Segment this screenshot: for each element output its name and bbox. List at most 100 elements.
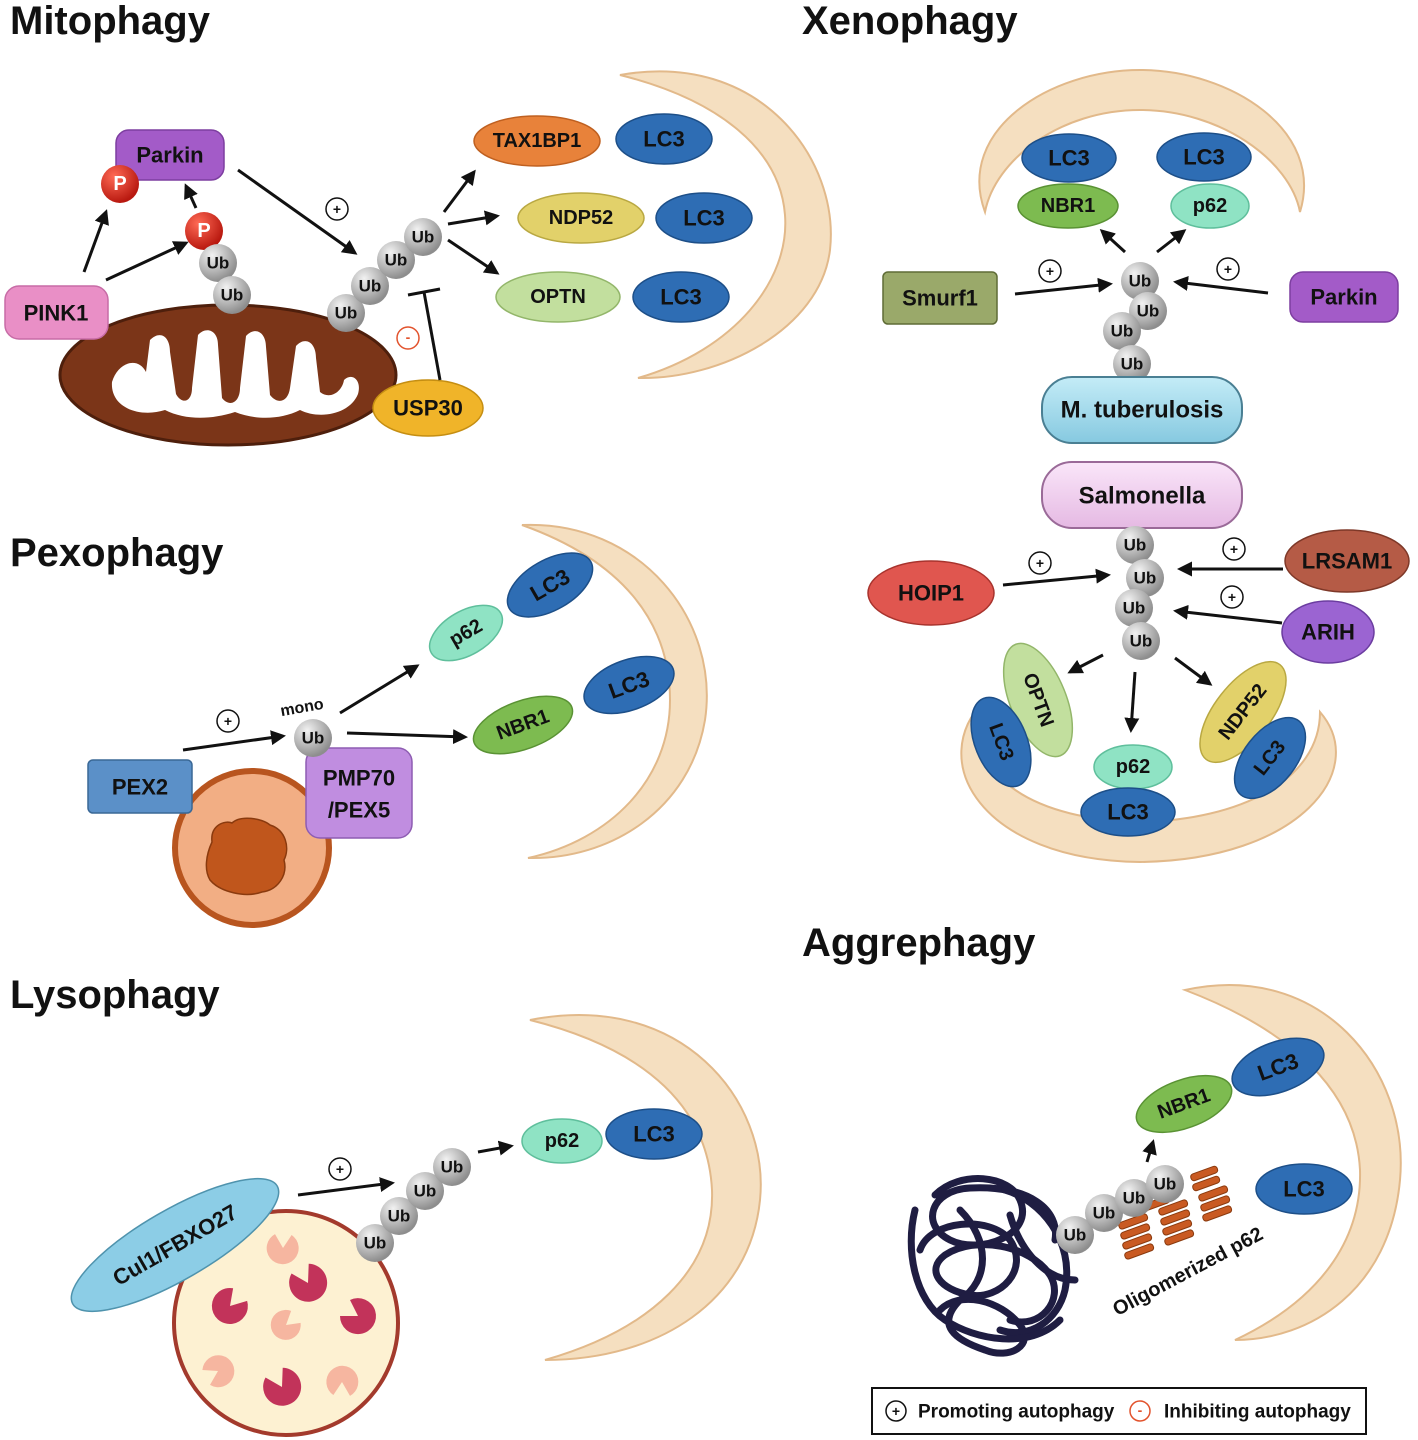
ub-label: Ub [1111, 322, 1134, 341]
mitophagy-title: Mitophagy [10, 0, 211, 43]
lc3 [970, 696, 1032, 788]
lysophagy-panel: Cul1/FBXO27 Ub Ub Ub Ub p62 LC3 + [70, 1014, 762, 1437]
pink1-box [4, 285, 109, 340]
ub-bead [433, 1148, 471, 1186]
ub-label: Ub [1123, 1189, 1146, 1208]
p62 [428, 604, 504, 662]
arrow [1156, 229, 1187, 254]
ub-label: Ub [1130, 632, 1153, 651]
ub-label: Ub [359, 277, 382, 296]
m-tuberculosis-label: M. tuberulosis [1061, 397, 1224, 424]
arrow [184, 183, 198, 209]
plus-sign [1222, 537, 1246, 561]
ub-label: Ub [364, 1234, 387, 1253]
parkin-label: Parkin [1310, 285, 1377, 310]
aggrephagy-panel: Oligomerized p62 Ub Ub Ub Ub NBR1 LC3 LC… [907, 984, 1402, 1357]
lrsam1 [1284, 529, 1410, 593]
ndp52-label: NDP52 [549, 207, 613, 229]
ub-bead [1146, 1165, 1184, 1203]
ub-label: Ub [412, 228, 435, 247]
mitochondrion-cristae [111, 330, 359, 418]
ub-label: Ub [1064, 1226, 1087, 1245]
pmp70-label-line1: PMP70 [323, 766, 395, 791]
nbr1-label: NBR1 [1041, 195, 1095, 217]
xenophagy-panel: LC3 LC3 NBR1 p62 Smurf1 Parkin Ub Ub Ub … [867, 68, 1410, 864]
arrow [237, 168, 358, 255]
arih [1281, 600, 1375, 664]
arrow [1099, 228, 1127, 254]
phospho-ub [185, 212, 223, 250]
optn-label: OPTN [530, 286, 586, 308]
plus-sign-label: + [224, 713, 232, 729]
arrow [1173, 604, 1283, 625]
arrow [1002, 568, 1111, 587]
plus-sign [325, 197, 349, 221]
lc3 [1080, 787, 1176, 837]
legend-plus-icon [885, 1400, 907, 1422]
ub-bead [1115, 1179, 1153, 1217]
pink1-label: PINK1 [24, 301, 89, 326]
arrow [1124, 671, 1140, 733]
ub-label: Ub [1093, 1204, 1116, 1223]
plus-sign [216, 709, 240, 733]
ub-label: Ub [441, 1158, 464, 1177]
inhibition-bar [407, 287, 441, 297]
arrow [1174, 656, 1213, 686]
smurf1-label: Smurf1 [902, 286, 978, 311]
lc3 [1021, 133, 1117, 183]
ub-bead [199, 244, 237, 282]
phospho-parkin [101, 165, 139, 203]
minus-sign [396, 326, 420, 350]
xenophagy-phagophore-bottom [960, 699, 1337, 864]
aggrephagy-phagophore [1181, 984, 1402, 1341]
tax1bp1-label: TAX1BP1 [493, 130, 582, 152]
plus-sign-label: + [1046, 263, 1054, 279]
ub-label: Ub [1137, 302, 1160, 321]
plus-sign-label: + [1224, 261, 1232, 277]
salmonella-label: Salmonella [1079, 483, 1206, 510]
plus-sign [1038, 259, 1062, 283]
lc3-label: LC3 [1048, 146, 1090, 171]
ub-label: Ub [302, 729, 325, 748]
plus-sign-label: + [1230, 541, 1238, 557]
legend-minus-icon [1129, 1400, 1151, 1422]
parkin-box [1289, 271, 1399, 323]
p62-label: p62 [545, 1130, 579, 1152]
ub-label: Ub [1134, 569, 1157, 588]
minus-sign-label: - [406, 329, 411, 345]
ub-bead [1103, 312, 1141, 350]
mitophagy-panel: PINK1 Parkin P P Ub Ub Ub Ub Ub Ub USP30… [4, 70, 832, 447]
smurf1-box [882, 271, 998, 325]
lc3-label: LC3 [660, 285, 702, 310]
peroxisome-core [205, 817, 288, 896]
p62 [1170, 183, 1250, 229]
arrow [447, 238, 500, 275]
ub-bead [1126, 559, 1164, 597]
nbr1 [472, 695, 574, 755]
pacman-cargo [211, 1287, 248, 1324]
lc3 [1233, 716, 1307, 800]
hoip1 [867, 560, 995, 626]
legend-box [871, 1387, 1367, 1435]
cul1-fbxo27 [70, 1177, 280, 1313]
hoip1-label: HOIP1 [898, 581, 964, 606]
pmp70-label-line2: /PEX5 [328, 798, 390, 823]
parkin-box [115, 129, 225, 181]
pacman-cargo [266, 1234, 299, 1265]
ndp52 [517, 192, 645, 244]
pacman-cargo [339, 1298, 376, 1335]
plus-sign [1028, 551, 1052, 575]
legend-minus-label: - [1138, 1402, 1143, 1418]
lysosome-contents [202, 1234, 376, 1406]
ub-label: Ub [1124, 536, 1147, 555]
lysophagy-title: Lysophagy [10, 973, 220, 1017]
legend-inhibiting-label: Inhibiting autophagy [1164, 1402, 1351, 1423]
lysophagy-phagophore [529, 1014, 762, 1361]
plus-sign [1220, 585, 1244, 609]
lc3 [605, 1108, 703, 1160]
lc3-label: LC3 [683, 206, 725, 231]
ub-bead [213, 276, 251, 314]
ub-bead [1056, 1216, 1094, 1254]
ub-bead [1121, 262, 1159, 300]
arrow [1014, 277, 1113, 296]
